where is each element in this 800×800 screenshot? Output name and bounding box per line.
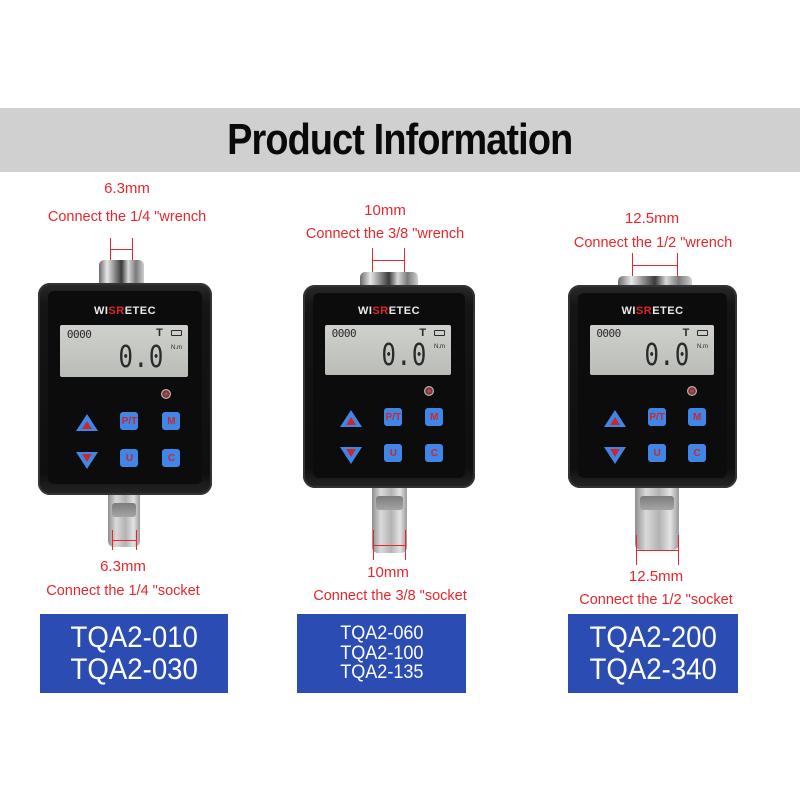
up-arrow-button[interactable] (340, 410, 363, 428)
square-drive-top (360, 272, 418, 287)
pt-button[interactable]: P/T (120, 412, 139, 431)
top-dimension-bracket-2 (372, 248, 405, 272)
led-indicator (161, 389, 172, 400)
unit-label: N.m (434, 344, 446, 351)
up-arrow-button[interactable] (76, 414, 99, 432)
clear-button[interactable]: C (162, 449, 181, 468)
memory-button[interactable]: M (425, 408, 444, 427)
torque-value: 0.0 (644, 338, 691, 374)
top-desc-label-2: Connect the 3/8 "wrench (305, 226, 465, 242)
square-drive-bottom (372, 488, 407, 553)
battery-icon (696, 329, 708, 336)
unit-button[interactable]: U (120, 449, 139, 468)
led-indicator (424, 386, 435, 397)
unit-button[interactable]: U (648, 444, 667, 463)
led-indicator (687, 386, 698, 397)
model-box-3: TQA2-200 TQA2-340 (568, 614, 738, 693)
model-number: TQA2-100 (339, 642, 424, 664)
peak-counter: 0000 (596, 327, 621, 341)
down-arrow-button[interactable] (604, 447, 627, 465)
brand-logo: WISRETEC (93, 305, 157, 318)
bottom-dimension-bracket-1 (112, 530, 137, 550)
memory-button[interactable]: M (162, 412, 181, 431)
brand-logo: WISRETEC (357, 305, 421, 318)
top-dimension-bracket-3 (632, 253, 678, 277)
memory-button[interactable]: M (688, 408, 707, 427)
mode-indicator: T (419, 326, 427, 339)
device-body: WISRETEC 0000 T 0.0 N.m P/T M U C (568, 285, 737, 488)
top-size-label-1: 6.3mm (104, 180, 150, 197)
top-dimension-bracket-1 (110, 238, 133, 260)
down-arrow-button[interactable] (76, 452, 99, 470)
battery-icon (171, 330, 183, 337)
battery-icon (434, 329, 446, 336)
model-number: TQA2-340 (589, 652, 717, 686)
bottom-dimension-bracket-2 (373, 530, 406, 560)
model-number: TQA2-135 (339, 662, 424, 684)
top-size-label-2: 10mm (364, 202, 406, 219)
peak-counter: 0000 (331, 327, 357, 341)
device-body: WISRETEC 0000 T 0.0 N.m P/T M U C (303, 285, 475, 488)
square-drive-top (99, 260, 144, 284)
device-face: WISRETEC 0000 T 0.0 N.m P/T M U C (313, 293, 465, 478)
model-number: TQA2-030 (70, 652, 198, 686)
title-banner: Product Information (0, 108, 800, 172)
down-arrow-button[interactable] (340, 447, 363, 465)
lcd-screen: 0000 T 0.0 N.m (325, 325, 452, 376)
unit-label: N.m (171, 345, 183, 352)
device-body: WISRETEC 0000 T 0.0 N.m P/T M U C (38, 283, 212, 495)
device-face: WISRETEC 0000 T 0.0 N.m P/T M U C (48, 291, 202, 485)
mode-indicator: T (156, 327, 163, 340)
top-desc-label-3: Connect the 1/2 "wrench (573, 235, 733, 251)
pt-button[interactable]: P/T (384, 408, 403, 427)
torque-value: 0.0 (118, 340, 165, 376)
page-title: Product Information (227, 115, 573, 164)
bottom-desc-label-2: Connect the 3/8 "socket (313, 588, 467, 604)
clear-button[interactable]: C (688, 444, 707, 463)
mode-indicator: T (682, 326, 690, 339)
model-box-2: TQA2-060 TQA2-100 TQA2-135 (297, 614, 466, 693)
square-drive-bottom (635, 488, 679, 550)
top-desc-label-1: Connect the 1/4 "wrench (47, 209, 207, 225)
square-drive-bottom (108, 495, 140, 547)
lcd-screen: 0000 T 0.0 N.m (590, 325, 715, 376)
bottom-size-label-2: 10mm (367, 564, 409, 581)
model-number: TQA2-010 (70, 621, 198, 654)
clear-button[interactable]: C (425, 444, 444, 463)
lcd-screen: 0000 T 0.0 N.m (60, 325, 189, 378)
bottom-size-label-1: 6.3mm (100, 558, 146, 575)
torque-value: 0.0 (381, 338, 428, 374)
peak-counter: 0000 (66, 327, 92, 341)
up-arrow-button[interactable] (604, 410, 627, 428)
pt-button[interactable]: P/T (648, 408, 667, 427)
bottom-desc-label-3: Connect the 1/2 "socket (579, 592, 733, 608)
bottom-desc-label-1: Connect the 1/4 "socket (46, 583, 200, 599)
unit-label: N.m (696, 344, 708, 351)
unit-button[interactable]: U (384, 444, 403, 463)
model-number: TQA2-200 (589, 621, 717, 654)
bottom-size-label-3: 12.5mm (628, 568, 684, 585)
model-number: TQA2-060 (339, 622, 424, 644)
model-box-1: TQA2-010 TQA2-030 (40, 614, 228, 693)
brand-logo: WISRETEC (621, 305, 684, 318)
top-size-label-3: 12.5mm (624, 210, 680, 227)
bottom-dimension-bracket-3 (636, 535, 679, 565)
device-face: WISRETEC 0000 T 0.0 N.m P/T M U C (578, 293, 727, 478)
